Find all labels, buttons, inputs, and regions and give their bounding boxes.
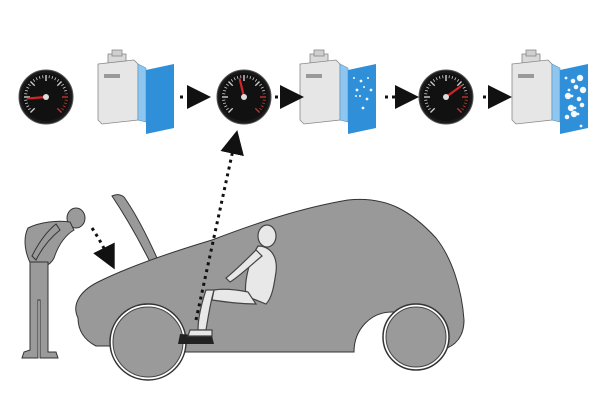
gauge-icon <box>216 69 272 125</box>
gauge-icon <box>418 69 474 125</box>
seated-driver-icon <box>187 224 277 337</box>
gauge-icon <box>18 69 74 125</box>
filter-module-icon <box>97 49 174 134</box>
process-row <box>18 49 588 134</box>
gauge-needle <box>26 95 48 100</box>
gauge-needle <box>444 85 462 99</box>
mechanic-to-engine-arrow <box>90 227 115 270</box>
filter-module-icon <box>299 49 376 134</box>
driver-to-gauge-arrow <box>194 130 244 321</box>
filter-module-icon <box>511 49 588 134</box>
person-leaning-icon <box>21 207 86 359</box>
